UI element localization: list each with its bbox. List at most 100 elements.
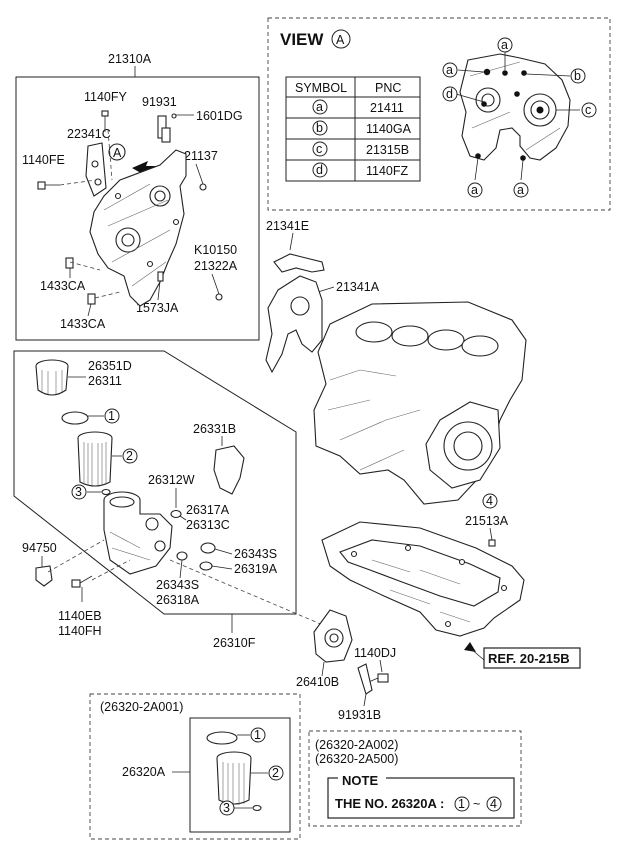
label-kit-a500: (26320-2A500)	[315, 752, 398, 766]
dowel-1433CA-1	[65, 257, 74, 269]
label-26351D: 26351D	[88, 359, 132, 373]
label-26312W: 26312W	[148, 473, 195, 487]
o-ring-1	[61, 411, 89, 425]
label-1140FY: 1140FY	[84, 90, 128, 104]
callout-2	[122, 448, 138, 464]
label-21322A: 21322A	[194, 259, 238, 273]
plug-21137	[199, 183, 207, 191]
label-26410B: 26410B	[296, 675, 339, 689]
bracket-91931	[157, 115, 171, 143]
label-21137: 21137	[184, 149, 218, 163]
label-1433CA-1: 1433CA	[40, 279, 86, 293]
table-row-pnc: 1140FZ	[366, 164, 409, 178]
table-row: d 1140FZ	[312, 162, 409, 178]
mark-a-top: a	[501, 38, 508, 52]
filter-element-2	[77, 431, 113, 487]
label-26319A: 26319A	[234, 562, 278, 576]
o-ring-kit-3	[252, 804, 262, 812]
view-a-marks: a a b d c a a	[442, 37, 597, 198]
note-prefix: THE NO. 26320A :	[335, 796, 444, 811]
table-row-pnc: 21315B	[366, 143, 409, 157]
mark-a-left: a	[446, 63, 453, 77]
bracket-91931B	[357, 663, 373, 695]
callout-kit-1	[250, 727, 266, 743]
callout-2-text: 2	[126, 449, 133, 463]
note-title: NOTE	[342, 773, 378, 788]
label-21513A: 21513A	[465, 514, 509, 528]
label-1140DJ: 1140DJ	[354, 646, 396, 660]
note-from: 1	[458, 797, 465, 811]
label-1573JA: 1573JA	[136, 301, 179, 315]
label-K10150: K10150	[194, 243, 237, 257]
view-title-marker: A	[336, 33, 345, 47]
cooler-group: 26410B 1140DJ 91931B	[296, 609, 396, 722]
filter-element-kit-2	[216, 751, 252, 805]
table-header-symbol: SYMBOL	[295, 81, 347, 95]
label-26331B: 26331B	[193, 422, 236, 436]
table-header-pnc: PNC	[375, 81, 401, 95]
callout-kit-2	[268, 765, 284, 781]
table-row-symbol: a	[316, 100, 323, 114]
label-26313C: 26313C	[186, 518, 230, 532]
table-row-symbol: b	[316, 121, 323, 135]
bolt-1140EB: 1140EB 1140FH	[58, 575, 102, 638]
callout-kit-1-text: 1	[254, 728, 261, 742]
table-row-pnc: 1140GA	[366, 122, 412, 136]
plug-26317A	[200, 542, 216, 554]
dowel-1433CA-2	[87, 293, 96, 305]
o-ring-3	[101, 488, 111, 496]
gasket-group: 21341E 21341A	[265, 219, 380, 374]
oil-filter-group: 26351D 26311 1 2 3	[13, 350, 297, 650]
mark-c: c	[585, 103, 591, 117]
note-to-icon	[486, 796, 502, 812]
table-row: b 1140GA	[312, 120, 412, 136]
table-row: a 21411	[312, 99, 404, 115]
callout-4	[482, 493, 498, 509]
kit-a001-panel: (26320-2A001) 1 2 3 26320A	[89, 693, 301, 840]
gasket-21341E	[273, 253, 325, 273]
mark-b: b	[574, 69, 581, 83]
filter-cap-26351D	[35, 359, 69, 396]
sensor-94750: 94750	[22, 541, 57, 587]
o-ring-26312W	[170, 509, 182, 519]
ref-arrow-icon	[464, 642, 476, 652]
plug-26318A	[176, 551, 188, 561]
pin-1573JA	[157, 271, 164, 282]
label-26318A: 26318A	[156, 593, 200, 607]
oil-pan-group: 4 21513A REF. 20-215B	[321, 493, 581, 669]
label-94750: 94750	[22, 541, 57, 555]
mark-a-bottom-left: a	[471, 183, 478, 197]
label-21341E: 21341E	[266, 219, 309, 233]
kit-a001-inner-frame	[189, 717, 291, 833]
table-row-symbol: d	[316, 163, 323, 177]
label-kit-a001: (26320-2A001)	[100, 700, 183, 714]
bolt-1140FE	[37, 181, 60, 190]
label-1601DG: 1601DG	[196, 109, 243, 123]
label-22341C: 22341C	[67, 127, 111, 141]
callout-3-text: 3	[75, 485, 82, 499]
cover-assembly-frame	[15, 76, 260, 341]
label-26317A: 26317A	[186, 503, 230, 517]
view-a-panel: VIEW A SYMBOL PNC a 21411 b 1140GA	[267, 17, 611, 211]
label-91931: 91931	[142, 95, 177, 109]
note-from-icon	[454, 796, 470, 812]
view-title: VIEW	[280, 30, 324, 49]
callout-kit-2-text: 2	[272, 766, 279, 780]
view-arrow-icon	[132, 161, 160, 177]
engine-block	[313, 301, 527, 505]
callout-1-text: 1	[108, 409, 115, 423]
note-box: NOTE THE NO. 26320A : 1 ~ 4	[327, 772, 515, 819]
callout-1	[104, 408, 120, 424]
label-26343S-2: 26343S	[156, 578, 199, 592]
mark-a-bottom-right: a	[517, 183, 524, 197]
pin-1601DG	[171, 113, 177, 119]
bolt-1140DJ	[377, 673, 389, 683]
label-26343S-1: 26343S	[234, 547, 277, 561]
callout-3	[71, 484, 87, 500]
ref-box	[483, 647, 581, 669]
o-ring-kit-1	[206, 731, 238, 745]
table-row-symbol: c	[316, 142, 322, 156]
view-a-marker-text: A	[113, 146, 122, 160]
o-ring-26319A	[199, 561, 213, 571]
label-26320A: 26320A	[122, 765, 166, 779]
